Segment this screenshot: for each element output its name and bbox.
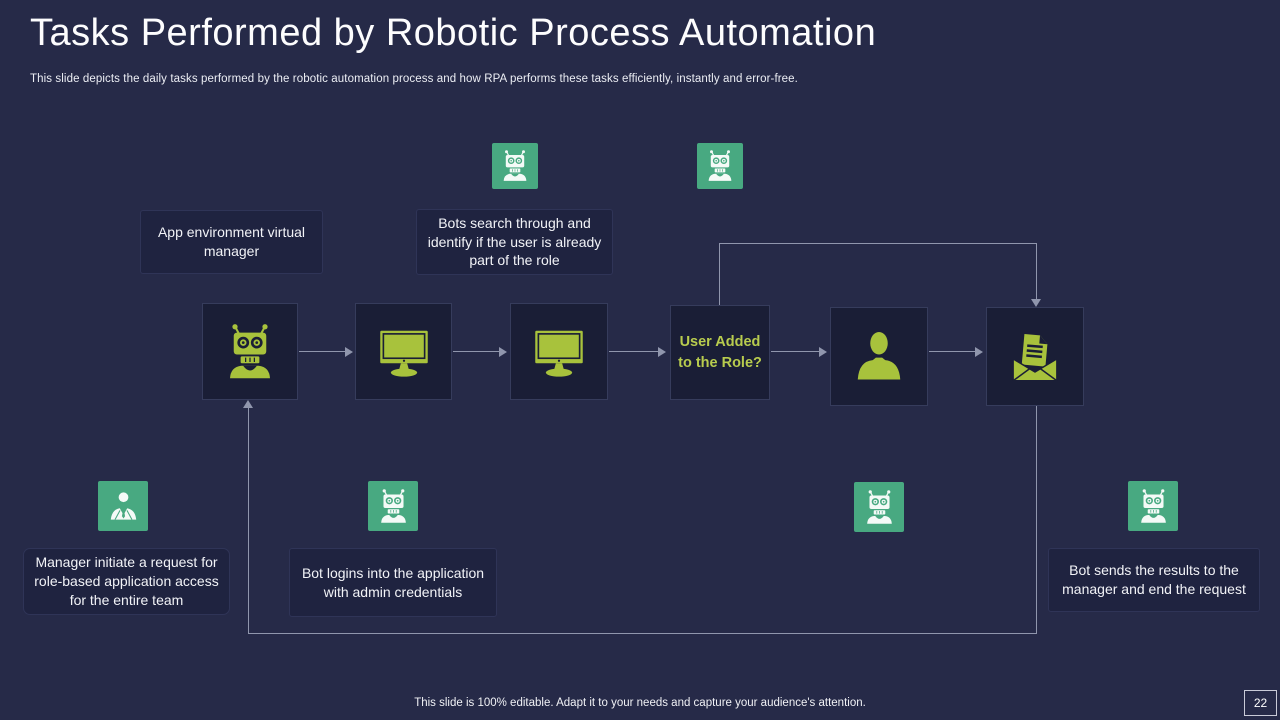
monitor-icon <box>374 322 434 382</box>
connector-line <box>719 243 720 305</box>
arrowhead <box>499 347 507 357</box>
connector-line <box>299 351 347 352</box>
flow-step-mail <box>986 307 1084 406</box>
footer-note: This slide is 100% editable. Adapt it to… <box>414 697 866 709</box>
slide-subtitle: This slide depicts the daily tasks perfo… <box>30 73 798 85</box>
connector-line <box>771 351 821 352</box>
question-label: User Added to the Role? <box>678 334 762 371</box>
callout-text: App environment virtual manager <box>157 224 306 259</box>
open-mail-icon <box>1005 327 1065 387</box>
connector-line <box>248 408 249 633</box>
connector-line <box>929 351 977 352</box>
page-number-text: 22 <box>1253 696 1268 710</box>
manager-marker-tile <box>98 481 148 531</box>
flow-step-person <box>830 307 928 406</box>
arrowhead <box>1031 299 1041 307</box>
connector-line <box>1036 406 1037 633</box>
callout-bots-search: Bots search through and identify if the … <box>416 209 613 275</box>
person-icon <box>849 327 909 387</box>
callout-text: Bots search through and identify if the … <box>427 214 602 269</box>
bot-icon <box>498 149 532 183</box>
flow-step-robot <box>202 303 298 400</box>
flow-step-monitor-2 <box>510 303 608 400</box>
callout-text: Manager initiate a request for role-base… <box>34 554 219 608</box>
arrowhead <box>819 347 827 357</box>
page-title: Tasks Performed by Robotic Process Autom… <box>30 12 877 54</box>
arrowhead <box>658 347 666 357</box>
arrowhead <box>345 347 353 357</box>
arrowhead <box>243 400 253 408</box>
bot-marker-tile <box>492 143 538 189</box>
callout-bot-login: Bot logins into the application with adm… <box>289 548 497 617</box>
flow-step-question: User Added to the Role? <box>670 305 770 400</box>
connector-line <box>1036 243 1037 299</box>
callout-bot-sends: Bot sends the results to the manager and… <box>1048 548 1260 612</box>
callout-text: Bot sends the results to the manager and… <box>1062 562 1246 597</box>
flow-step-monitor-1 <box>355 303 452 400</box>
callout-app-environment: App environment virtual manager <box>140 210 323 274</box>
connector-line <box>453 351 501 352</box>
bot-icon <box>703 149 737 183</box>
connector-line <box>609 351 660 352</box>
bot-icon <box>861 489 898 526</box>
robot-icon <box>220 322 280 382</box>
bot-icon <box>375 488 412 525</box>
manager-icon <box>105 488 142 525</box>
callout-manager-request: Manager initiate a request for role-base… <box>23 548 230 615</box>
connector-line <box>248 633 1037 634</box>
bot-icon <box>1135 488 1172 525</box>
page-number: 22 <box>1244 690 1277 716</box>
connector-line <box>719 243 1036 244</box>
bot-marker-tile <box>1128 481 1178 531</box>
bot-marker-tile <box>854 482 904 532</box>
bot-marker-tile <box>368 481 418 531</box>
callout-text: Bot logins into the application with adm… <box>301 564 485 600</box>
bot-marker-tile <box>697 143 743 189</box>
monitor-icon <box>529 322 589 382</box>
arrowhead <box>975 347 983 357</box>
